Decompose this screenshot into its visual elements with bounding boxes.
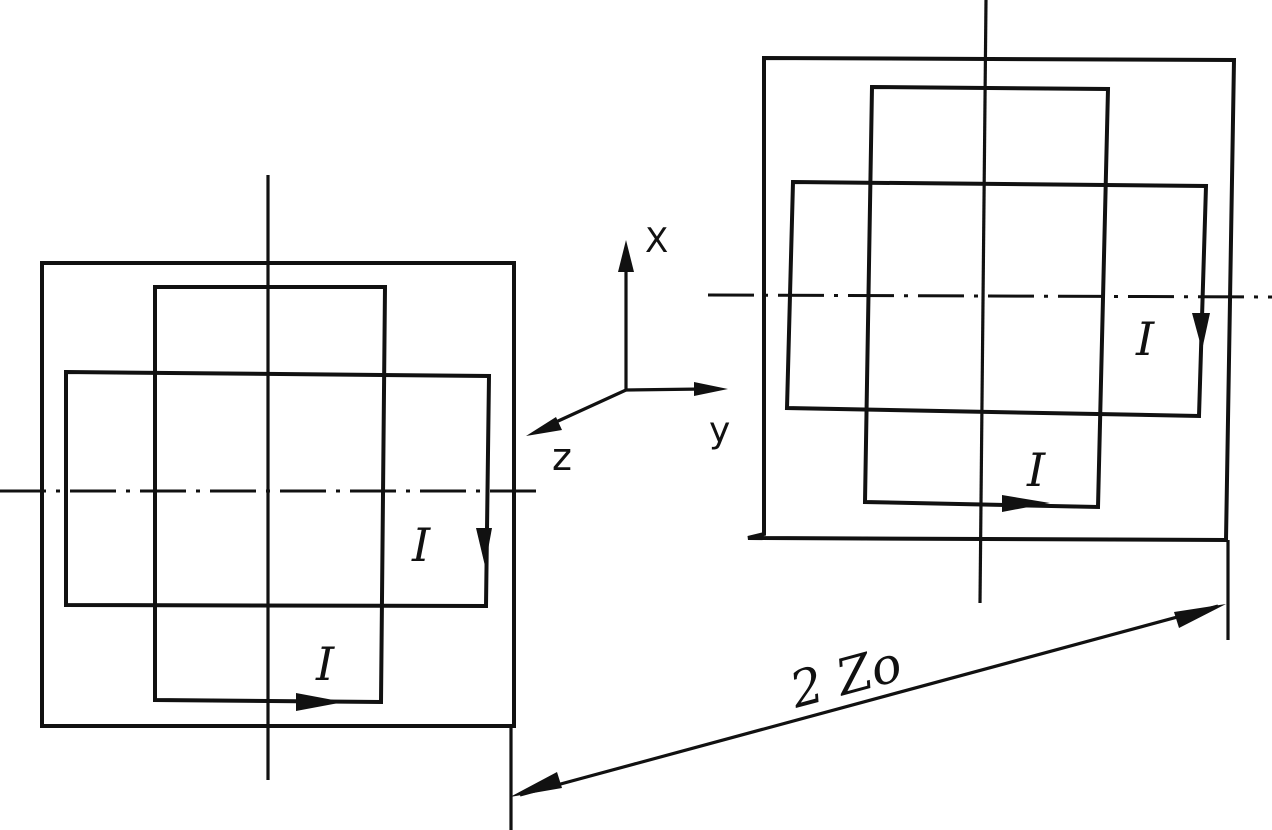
z-axis-line xyxy=(544,388,627,429)
y-axis-arrowhead xyxy=(694,382,728,396)
y-axis-line xyxy=(625,387,705,392)
dimension-arrowhead-left xyxy=(510,772,562,797)
right-side-current-label: I xyxy=(1135,312,1155,366)
z-axis-label: z xyxy=(552,435,572,479)
left-horizontal-loop xyxy=(64,369,492,609)
right-bottom-current-arrow xyxy=(1002,495,1050,512)
left-side-current-arrow xyxy=(476,528,492,566)
right-bottom-current-label: I xyxy=(1026,443,1046,497)
right-coil-assembly: I I xyxy=(707,0,1272,640)
left-side-current-label: I xyxy=(411,518,431,572)
right-side-current-arrow xyxy=(1192,313,1210,350)
right-horizontal-loop xyxy=(784,179,1209,419)
left-outer-frame xyxy=(40,261,516,728)
right-vertical-loop xyxy=(862,84,1111,510)
z-axis-arrowhead xyxy=(526,417,562,436)
left-vertical-loop xyxy=(153,285,388,705)
right-vertical-axis xyxy=(978,0,988,604)
dimension-line xyxy=(519,604,1219,797)
x-axis-arrowhead xyxy=(618,240,634,272)
dimension-arrowhead-right xyxy=(1174,604,1226,628)
left-bottom-current-arrow xyxy=(296,693,344,711)
separation-dimension: 2 Zo xyxy=(509,604,1226,830)
coordinate-axes: X y z xyxy=(526,221,730,479)
left-bottom-current-label: I xyxy=(315,637,335,691)
right-outer-frame xyxy=(747,55,1237,543)
separation-label: 2 Zo xyxy=(783,634,908,719)
left-coil-assembly: I I xyxy=(0,175,540,780)
x-axis-label: X xyxy=(645,221,668,261)
right-horizontal-centerline xyxy=(707,293,1272,299)
y-axis-label: y xyxy=(709,410,730,451)
